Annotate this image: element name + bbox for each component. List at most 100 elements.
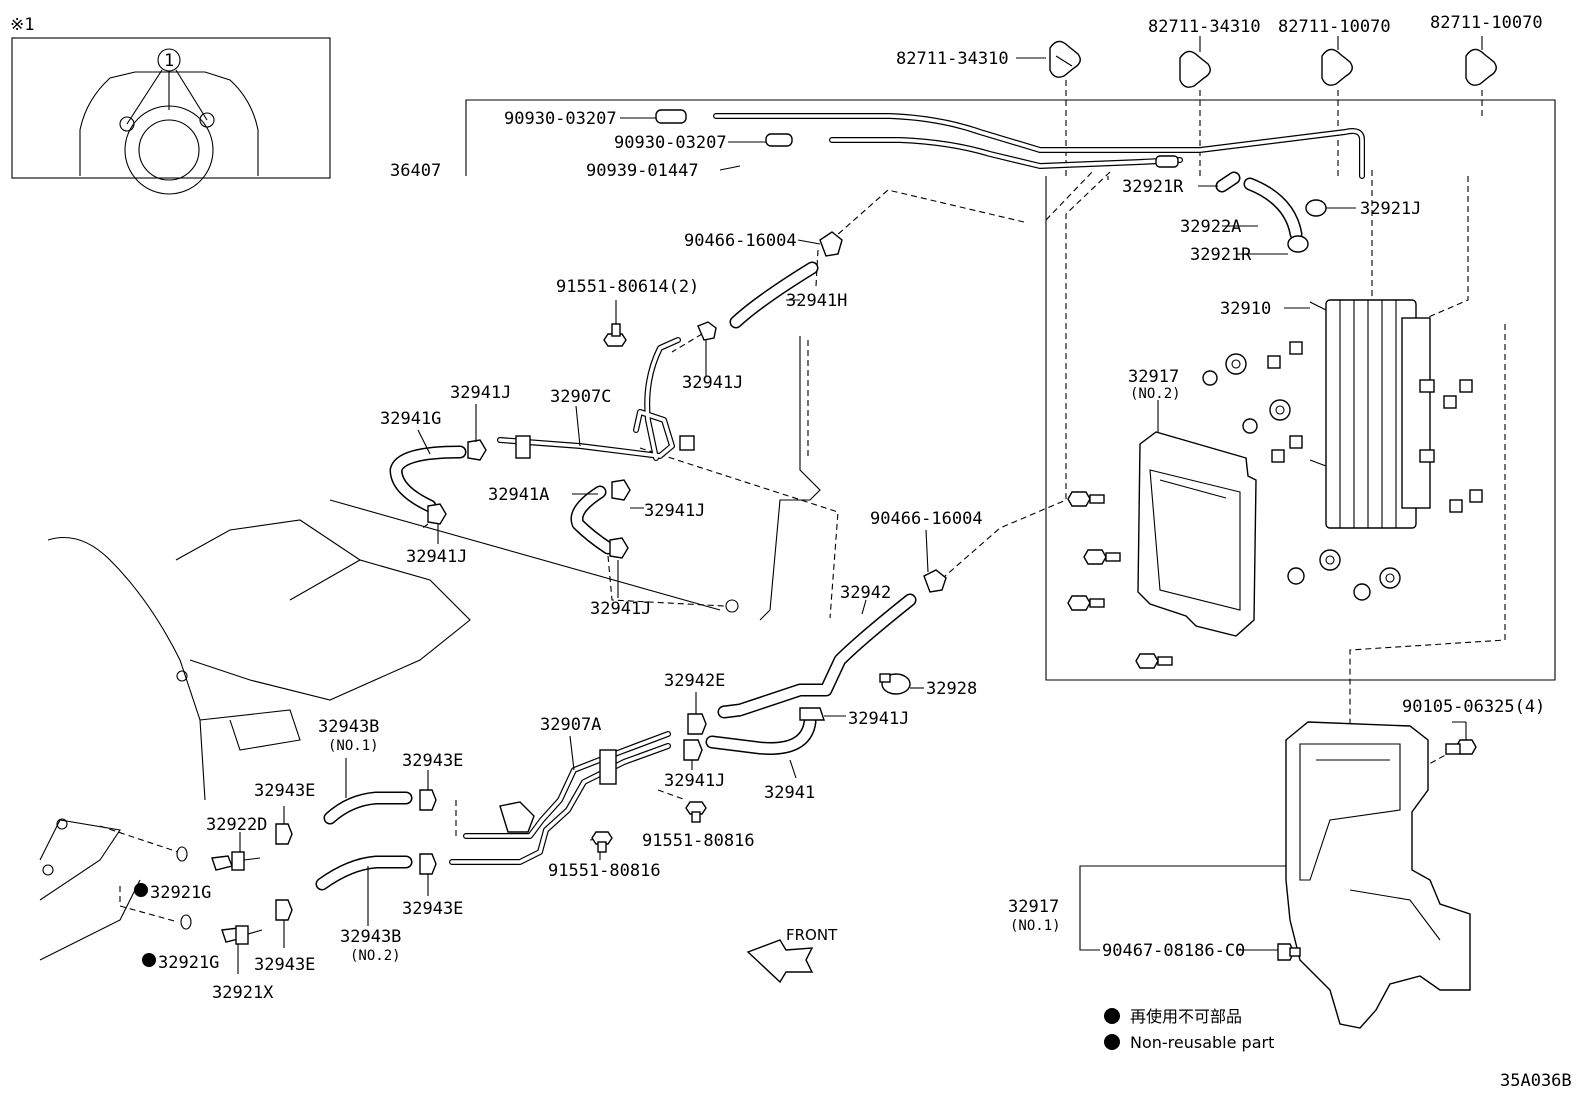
label-82711-34310-b: 82711-34310 [1148,17,1261,37]
label-90930-03207-b: 90930-03207 [614,133,727,153]
case-outline [79,71,259,176]
non-reusable-mark-a [134,883,148,897]
clamp-90466-16004-a [819,231,843,257]
pipe-32907C-leader [575,405,581,447]
label-no2: (NO.2) [1130,386,1181,402]
union-32922D [211,832,261,871]
clamp-32942E [687,713,707,735]
bolt-91551-80816-b [591,831,613,860]
label-90466-16004-a: 90466-16004 [684,231,797,251]
label-32907A: 32907A [540,715,601,735]
label-32921X: 32921X [212,983,274,1003]
label-90105-06325: 90105-06325(4) [1402,697,1545,717]
label-82711-10070-b: 82711-10070 [1430,13,1543,33]
label-91551-80816-a: 91551-80816 [642,831,755,851]
legend-jp-text: 再使用不可部品 [1130,1007,1242,1026]
hose-32943B-leaders [345,758,369,926]
clamps-32943E [275,770,437,948]
clamp-32941J-4 [427,503,447,525]
hose-32941-leaders [789,715,846,779]
label-32941J-6: 32941J [848,709,909,729]
callout-number: 1 [164,51,174,71]
label-32922A: 32922A [1180,217,1241,237]
union-32921X [221,925,263,974]
label-32943B-no2: 32943B [340,927,401,947]
label-32910: 32910 [1220,299,1271,319]
label-32921J: 32921J [1360,199,1421,219]
pipe-bracket-a [515,435,531,459]
clip-82711-34310-a [1016,40,1081,78]
pipe-32907A-clip [499,801,535,833]
transmission-outline [39,336,821,961]
part-number-labels: 82711-34310 82711-34310 82711-10070 8271… [150,13,1545,1003]
label-32943B-no1: 32943B [318,717,379,737]
clamp-32941J-3 [611,479,631,501]
clip-90467-08186 [1254,943,1301,961]
label-32921R-b: 32921R [1190,245,1252,265]
clamp-32941J-7 [683,739,703,761]
clamp-32921R-b [1287,235,1309,253]
label-32941J-4: 32941J [406,547,467,567]
label-no1-b: (NO.1) [1010,918,1061,934]
label-32943E-2: 32943E [254,781,315,801]
label-32941J-5: 32941J [590,599,651,619]
clamp-32941J-5 [609,537,629,559]
bolt-91551-80816-a [685,801,707,823]
oil-cooler-32910 [1309,299,1435,529]
union-90930-03207-a [655,109,687,124]
label-90930-03207-a: 90930-03207 [504,109,617,129]
label-32922D: 32922D [206,815,267,835]
upper-frame [465,99,1556,176]
legend-jp-mark [1104,1008,1120,1024]
non-reusable-mark-b [142,953,156,967]
callout-leaders [126,69,208,125]
label-32917-no1: 32917 [1008,897,1059,917]
clamp-32941J-2 [697,321,717,341]
pipe-32907A-bracket [599,749,617,785]
legend: 再使用不可部品 Non-reusable part [1104,1007,1274,1052]
label-32941J-1: 32941J [450,383,511,403]
pipe-joint [1155,155,1179,168]
hose-32941G-leaders [417,404,477,544]
label-32921R-a: 32921R [1122,177,1184,197]
label-90466-16004-b: 90466-16004 [870,509,983,529]
label-90939-01447: 90939-01447 [586,161,699,181]
inset-bolt-right [199,112,215,128]
label-32907C: 32907C [550,387,611,407]
cover-32917-no1 [1285,721,1471,1029]
front-arrow: FRONT [746,926,838,984]
label-36407: 36407 [390,161,441,181]
clip-82711-10070-a [1321,36,1353,86]
label-32917-no2: 32917 [1128,367,1179,387]
legend-en-text: Non-reusable part [1130,1033,1274,1052]
diagram-code: 35A036B [1500,1071,1572,1091]
cover-no1-leaders [1079,865,1286,951]
cover-bolts [1067,491,1173,669]
label-32921G-1: 32921G [150,883,211,903]
cooler-frame [1045,176,1556,681]
pipe-32907A-leader [569,735,575,771]
pipe-bracket-b [679,435,695,451]
front-label: FRONT [786,926,838,944]
label-32942E: 32942E [664,671,725,691]
label-no2-b: (NO.2) [350,948,401,964]
inset-view: ※1 1 [10,15,331,195]
union-leaders [620,117,766,143]
label-91551-80614: 91551-80614(2) [556,277,699,297]
clamp-32941J-1 [467,439,487,461]
gasket-leader [719,165,741,171]
routing-dash-lines [671,169,1506,961]
inset-bolt-left [119,116,135,132]
cover-32917-no2 [1137,431,1257,637]
bolt-90105-06325 [1445,722,1477,755]
label-32941J-7: 32941J [664,771,725,791]
cooler-grommets [1202,341,1483,601]
clamp-32928 [879,673,924,695]
label-90467-08186: 90467-08186-C0 [1102,941,1245,961]
note-mark: ※1 [10,15,34,35]
label-32943E-3: 32943E [402,899,463,919]
hose-32941A-leaders [572,493,644,598]
misc-leaders [1107,176,1466,951]
